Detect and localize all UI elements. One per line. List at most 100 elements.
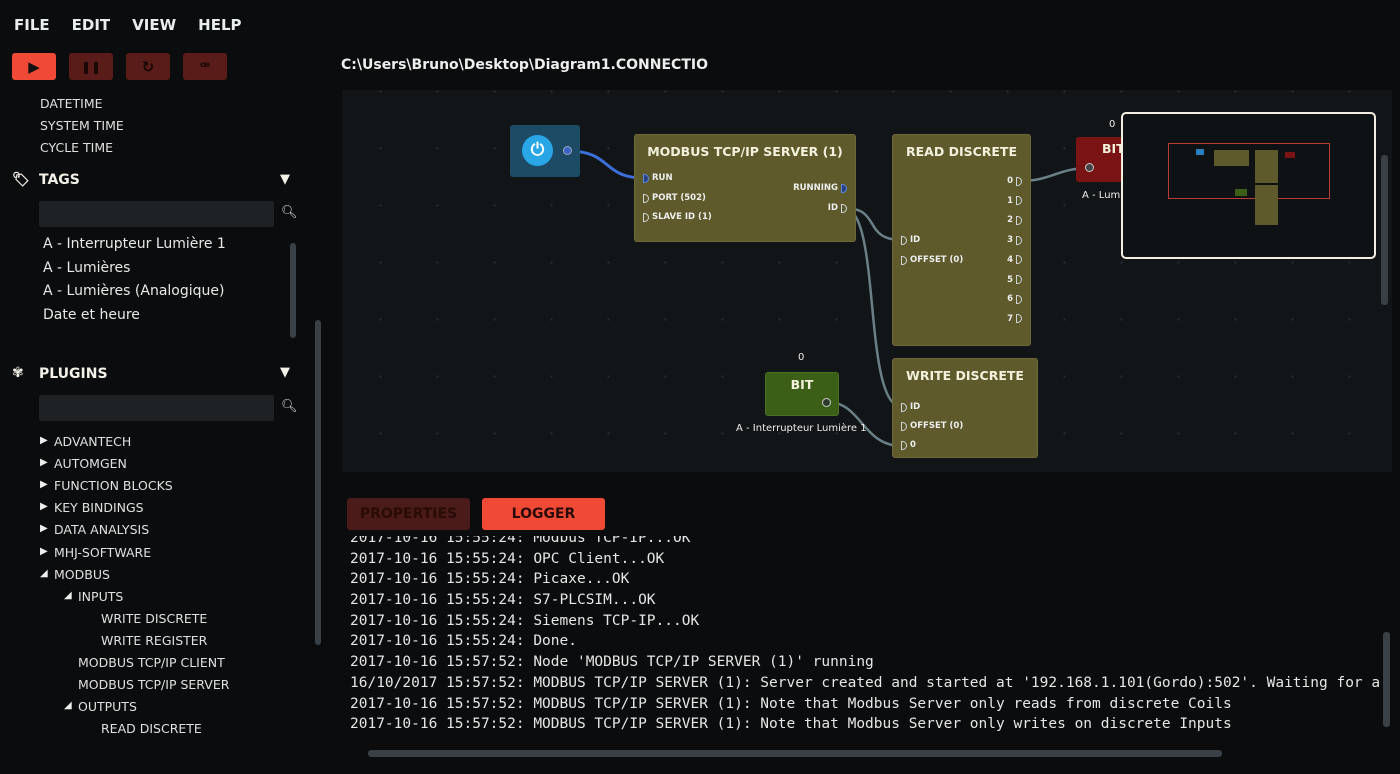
plugin-tree-item[interactable]: READ DISCRETE: [101, 721, 202, 737]
port-port[interactable]: PORT (502): [643, 193, 706, 203]
port-id[interactable]: ID: [901, 402, 920, 412]
port-label: 3: [1007, 235, 1013, 246]
output-port[interactable]: [822, 398, 831, 407]
tab-logger[interactable]: LOGGER: [482, 498, 605, 530]
port-0[interactable]: 0: [901, 440, 916, 450]
port-label: RUNNING: [793, 183, 838, 193]
sidebar: DATETIME SYSTEM TIME CYCLE TIME 🏷 TAGS ▼…: [0, 90, 321, 774]
port-offset[interactable]: OFFSET (0): [901, 421, 963, 431]
modbus-server-node[interactable]: MODBUS TCP/IP SERVER (1) RUN PORT (502) …: [634, 134, 856, 242]
log-line: 2017-10-16 15:55:24: Done.: [350, 633, 577, 650]
plugin-tree-item[interactable]: MODBUS: [54, 566, 110, 582]
tags-search-input[interactable]: [39, 201, 274, 227]
menu-edit[interactable]: EDIT: [71, 16, 111, 34]
tag-item[interactable]: A - Interrupteur Lumière 1: [43, 236, 226, 252]
port-id[interactable]: ID: [828, 203, 847, 213]
minimap[interactable]: [1121, 112, 1376, 259]
play-button[interactable]: ▶: [12, 53, 56, 80]
port-id[interactable]: ID: [901, 235, 920, 245]
port-slave-id[interactable]: SLAVE ID (1): [643, 212, 712, 222]
port-run[interactable]: RUN: [643, 173, 673, 183]
bit-node-green[interactable]: BIT: [765, 372, 839, 416]
menu-file[interactable]: FILE: [14, 16, 50, 34]
tags-collapse-icon[interactable]: ▼: [280, 172, 290, 187]
port-label: 6: [1007, 294, 1013, 305]
expand-icon[interactable]: ▶: [40, 457, 48, 469]
input-port[interactable]: [1085, 163, 1094, 172]
plugin-tree-item[interactable]: WRITE DISCRETE: [101, 610, 208, 626]
play-icon: ▶: [28, 57, 40, 76]
logger-vertical-scrollbar[interactable]: [1383, 632, 1390, 727]
plugin-tree-item[interactable]: KEY BINDINGS: [54, 500, 144, 516]
node-title: BIT: [1102, 141, 1125, 156]
menu-help[interactable]: HELP: [198, 16, 242, 34]
search-icon[interactable]: 🔍︎: [281, 205, 298, 220]
plugin-tree-item[interactable]: MODBUS TCP/IP SERVER: [78, 677, 230, 693]
tab-properties[interactable]: PROPERTIES: [347, 498, 470, 530]
tags-header[interactable]: TAGS: [39, 172, 80, 188]
restart-button[interactable]: ↻: [126, 53, 170, 80]
time-item[interactable]: DATETIME: [40, 96, 103, 111]
plugin-tree-item[interactable]: MHJ-SOFTWARE: [54, 544, 152, 560]
time-item[interactable]: SYSTEM TIME: [40, 118, 124, 133]
diagram-canvas[interactable]: ⏻ MODBUS TCP/IP SERVER (1) RUN PORT (502…: [342, 90, 1392, 472]
port-output-7[interactable]: 7: [1007, 314, 1022, 324]
port-offset[interactable]: OFFSET (0): [901, 255, 963, 265]
port-running[interactable]: RUNNING: [793, 183, 847, 193]
port-output-5[interactable]: 5: [1007, 275, 1022, 285]
port-label: 7: [1007, 313, 1013, 324]
collapse-icon[interactable]: ◢: [64, 700, 72, 712]
expand-icon[interactable]: ▶: [40, 523, 48, 535]
tag-item[interactable]: A - Lumières: [43, 260, 131, 276]
plugin-tree-item[interactable]: INPUTS: [78, 588, 124, 604]
port-label: SLAVE ID (1): [652, 212, 712, 222]
plugins-search-input[interactable]: [39, 395, 274, 421]
collapse-icon[interactable]: ◢: [64, 589, 72, 601]
log-line: 2017-10-16 15:55:24: Modbus TCP-IP...OK: [350, 536, 691, 546]
expand-icon[interactable]: ▶: [40, 435, 48, 446]
expand-icon[interactable]: ▶: [40, 545, 48, 557]
sidebar-scrollbar[interactable]: [315, 320, 321, 645]
port-output-3[interactable]: 3: [1007, 235, 1022, 245]
logger-output: 2017-10-16 15:55:24: Modbus TCP-IP...OK 2…: [350, 536, 1380, 746]
port-output-2[interactable]: 2: [1007, 215, 1022, 225]
power-node[interactable]: ⏻: [510, 125, 580, 177]
canvas-vertical-scrollbar[interactable]: [1381, 155, 1388, 305]
output-port[interactable]: [563, 146, 572, 155]
step-button[interactable]: ꟹ: [183, 53, 227, 80]
plugin-tree-item[interactable]: FUNCTION BLOCKS: [54, 478, 173, 494]
minimap-viewport[interactable]: [1168, 143, 1330, 199]
pause-button[interactable]: ❚❚: [69, 53, 113, 80]
power-icon: ⏻: [522, 135, 553, 166]
plugins-header[interactable]: PLUGINS: [39, 366, 108, 382]
menu-view[interactable]: VIEW: [132, 16, 177, 34]
tag-item[interactable]: A - Lumières (Analogique): [43, 283, 225, 299]
write-discrete-node[interactable]: WRITE DISCRETE ID OFFSET (0) 0: [892, 358, 1038, 458]
expand-icon[interactable]: ▶: [40, 501, 48, 513]
plugin-tree-item[interactable]: WRITE REGISTER: [101, 632, 208, 648]
minimap-node: [1235, 189, 1247, 196]
logger-horizontal-scrollbar[interactable]: [368, 750, 1222, 757]
port-label: RUN: [652, 173, 673, 183]
plugin-tree-item[interactable]: DATA ANALYSIS: [54, 522, 150, 538]
time-item[interactable]: CYCLE TIME: [40, 140, 114, 155]
port-label: 2: [1007, 215, 1013, 226]
port-output-6[interactable]: 6: [1007, 294, 1022, 304]
plugin-tree-item[interactable]: ADVANTECH: [54, 434, 132, 449]
port-output-1[interactable]: 1: [1007, 196, 1022, 206]
plugin-tree-item[interactable]: AUTOMGEN: [54, 456, 127, 472]
plugin-tree-item[interactable]: MODBUS TCP/IP CLIENT: [78, 655, 225, 670]
plugins-collapse-icon[interactable]: ▼: [280, 365, 290, 380]
expand-icon[interactable]: ▶: [40, 479, 48, 491]
step-icon: ꟹ: [199, 57, 211, 76]
plugin-tree-item[interactable]: OUTPUTS: [78, 699, 137, 715]
collapse-icon[interactable]: ◢: [40, 567, 48, 579]
tag-item[interactable]: Date et heure: [43, 307, 140, 323]
port-output-0[interactable]: 0: [1007, 176, 1022, 186]
wire-power-run[interactable]: [567, 149, 645, 180]
tags-scrollbar[interactable]: [290, 243, 296, 338]
search-icon[interactable]: 🔍︎: [281, 399, 298, 414]
port-output-4[interactable]: 4: [1007, 255, 1022, 265]
port-label: PORT (502): [652, 193, 706, 203]
